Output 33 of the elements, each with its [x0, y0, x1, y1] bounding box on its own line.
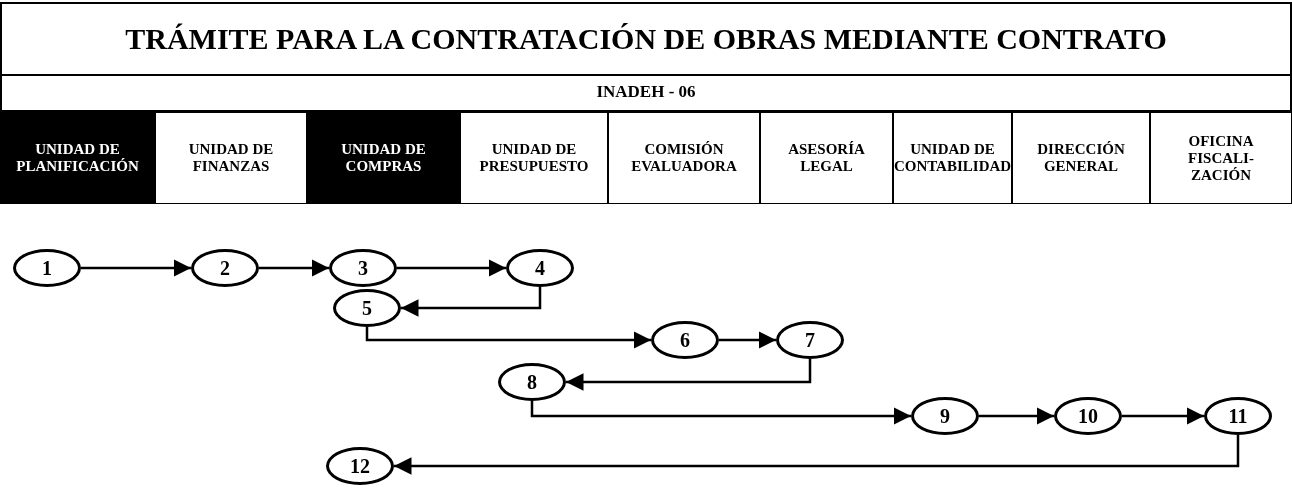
arrow — [719, 331, 776, 349]
lane-header: UNIDAD DE COMPRAS — [307, 112, 460, 204]
lane-header: OFICINA FISCALI- ZACIÓN — [1150, 112, 1292, 204]
step-circle: 2 — [191, 249, 259, 287]
step-circle: 5 — [333, 289, 401, 327]
step-circle: 6 — [651, 321, 719, 359]
title: TRÁMITE PARA LA CONTRATACIÓN DE OBRAS MEDIANTE CONTRATO — [0, 2, 1292, 76]
step-circle: 9 — [911, 397, 979, 435]
step-circle: 11 — [1204, 397, 1272, 435]
step-circle: 3 — [329, 249, 397, 287]
arrow — [259, 259, 329, 277]
step-circle: 1 — [13, 249, 81, 287]
arrow — [566, 359, 812, 391]
step-circle: 7 — [776, 321, 844, 359]
arrow — [397, 259, 506, 277]
step-circle: 8 — [498, 363, 566, 401]
arrow — [401, 287, 542, 317]
lane-header: UNIDAD DE PRESUPUESTO — [460, 112, 608, 204]
step-circle: 10 — [1054, 397, 1122, 435]
lane-header: COMISIÓN EVALUADORA — [608, 112, 760, 204]
lane-header: UNIDAD DE FINANZAS — [155, 112, 307, 204]
lane-header: ASESORÍA LEGAL — [760, 112, 893, 204]
step-circle: 12 — [326, 447, 394, 485]
lane-header: DIRECCIÓN GENERAL — [1012, 112, 1150, 204]
arrow — [365, 327, 651, 349]
lane-header: UNIDAD DE PLANIFICACIÓN — [0, 112, 155, 204]
lane-header: UNIDAD DE CONTABILIDAD — [893, 112, 1012, 204]
arrow — [530, 401, 911, 425]
arrow — [1122, 407, 1204, 425]
arrow — [81, 259, 191, 277]
step-circle: 4 — [506, 249, 574, 287]
arrow — [979, 407, 1054, 425]
arrow — [394, 435, 1240, 475]
